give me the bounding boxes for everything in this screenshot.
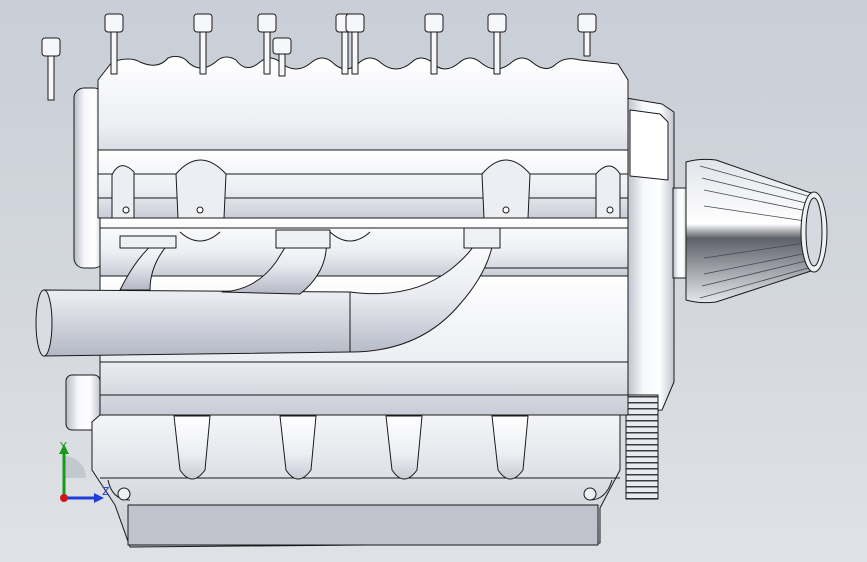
triad-y-label: Y [60, 440, 67, 453]
triad-x-axis [60, 494, 68, 502]
air-filter [672, 158, 828, 304]
timing-cover-window [629, 109, 669, 181]
triad-z-arrow [94, 493, 104, 503]
exhaust-manifold [35, 227, 501, 357]
triad-z-label: Z [102, 485, 110, 498]
flywheel-gear [625, 394, 659, 500]
oil-pan-ribs [173, 415, 529, 480]
triad-plane [64, 456, 86, 478]
oil-pan-sump [127, 504, 599, 546]
triad-y-arrow [59, 444, 69, 454]
valve-cover [97, 55, 629, 219]
cylinder-head-deck [99, 217, 629, 277]
spark-plugs [41, 13, 597, 101]
orientation-triad[interactable] [46, 438, 116, 510]
